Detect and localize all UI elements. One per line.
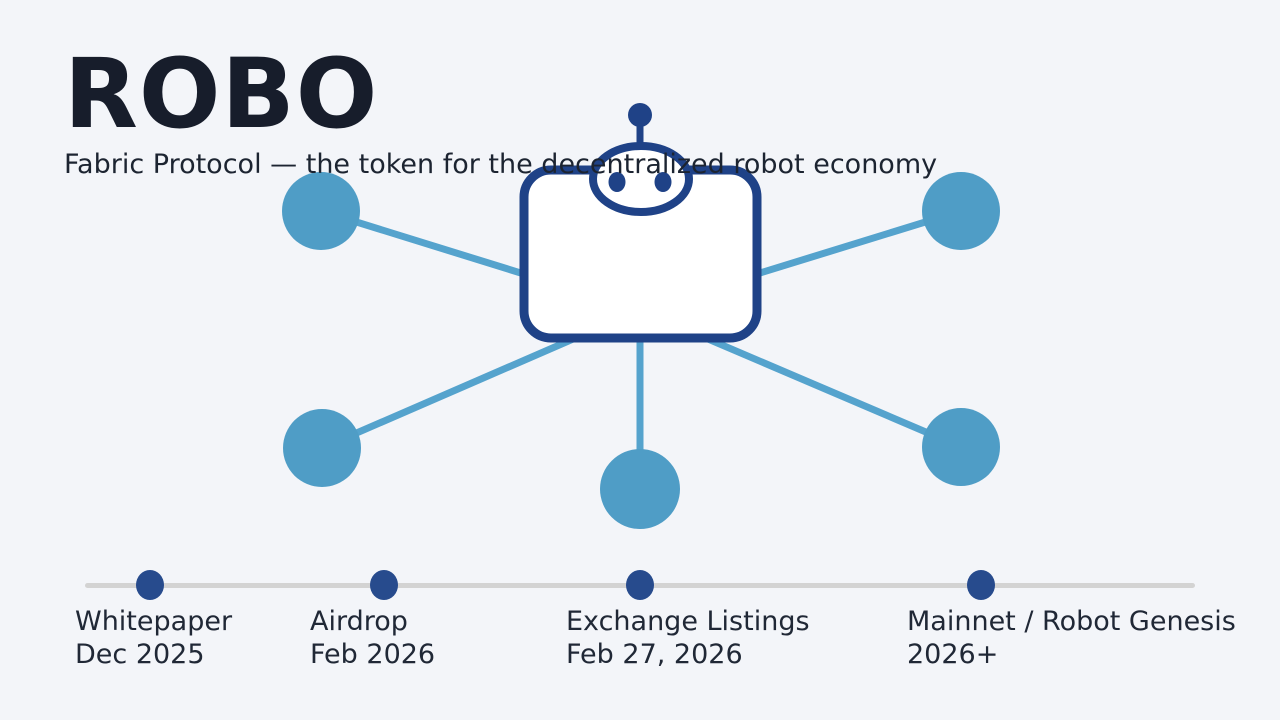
milestone-date: Feb 27, 2026	[566, 639, 743, 670]
robot-antenna-ball	[628, 103, 652, 127]
network-node-icon	[283, 409, 361, 487]
milestone-mainnet: Mainnet / Robot Genesis 2026+	[907, 605, 1236, 671]
network-node-icon	[922, 408, 1000, 486]
timeline-dot	[967, 570, 995, 600]
milestone-label: Exchange Listings	[566, 606, 810, 637]
milestone-whitepaper: Whitepaper Dec 2025	[75, 605, 232, 671]
page-subtitle: Fabric Protocol — the token for the dece…	[64, 149, 938, 180]
milestone-date: Feb 2026	[310, 639, 436, 670]
network-nodes	[282, 172, 1000, 529]
milestone-date: Dec 2025	[75, 639, 205, 670]
robot-icon	[519, 103, 762, 343]
robot-head	[589, 142, 693, 216]
milestone-airdrop: Airdrop Feb 2026	[310, 605, 435, 671]
robot-eye-right	[654, 172, 672, 192]
milestone-date: 2026+	[907, 639, 999, 670]
timeline-dot	[136, 570, 164, 600]
timeline-dot	[626, 570, 654, 600]
milestone-label: Mainnet / Robot Genesis	[907, 606, 1236, 637]
timeline-dot	[370, 570, 398, 600]
milestone-exchange-listings: Exchange Listings Feb 27, 2026	[566, 605, 810, 671]
network-node-icon	[922, 172, 1000, 250]
page-title: ROBO	[64, 38, 379, 150]
network-node-icon	[600, 449, 680, 529]
robot-eye-left	[608, 172, 626, 192]
milestone-label: Whitepaper	[75, 606, 233, 637]
milestone-label: Airdrop	[310, 606, 408, 637]
network-node-icon	[282, 172, 360, 250]
